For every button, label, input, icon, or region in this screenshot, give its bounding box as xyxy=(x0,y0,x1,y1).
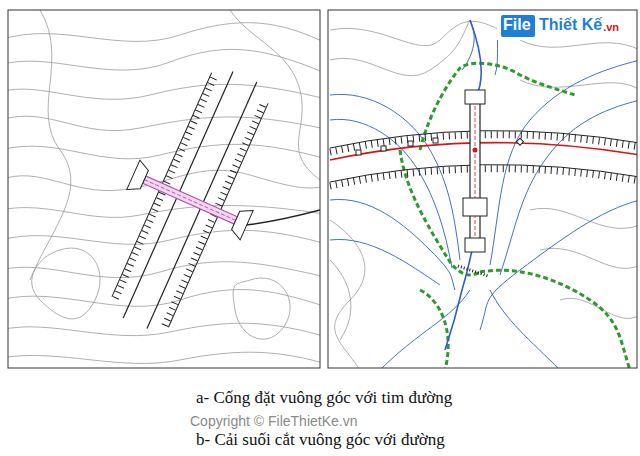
plan-right xyxy=(330,15,637,368)
caption-b: b- Cải suối cắt vuông góc với đường xyxy=(196,431,445,450)
logo-file: File xyxy=(503,16,531,34)
stream-line xyxy=(245,210,320,225)
logo-text: Thiết Kế xyxy=(539,16,602,34)
boundary-line xyxy=(400,63,630,368)
panel-frame xyxy=(328,10,637,368)
contour-lines xyxy=(8,10,320,365)
panel-frame xyxy=(8,10,320,368)
logo-domain: .vn xyxy=(603,21,619,33)
slope-ticks xyxy=(330,169,637,186)
stream-line xyxy=(445,20,481,350)
slope-ticks xyxy=(330,135,637,152)
caption-a: a- Cống đặt vuông góc với tim đường xyxy=(196,389,452,408)
logo-box xyxy=(501,15,535,37)
contour-lines xyxy=(330,20,637,368)
road-edge xyxy=(330,165,637,182)
culvert xyxy=(458,90,488,276)
road-culvert xyxy=(78,51,301,348)
plan-left xyxy=(8,10,320,365)
road-centerline xyxy=(330,143,637,160)
station-marks xyxy=(356,138,524,155)
contour-lines-blue xyxy=(330,15,637,368)
watermark: Copyright © FileThietKe.vn xyxy=(190,414,358,429)
road-edge xyxy=(330,131,637,148)
logo-ground xyxy=(497,12,629,40)
